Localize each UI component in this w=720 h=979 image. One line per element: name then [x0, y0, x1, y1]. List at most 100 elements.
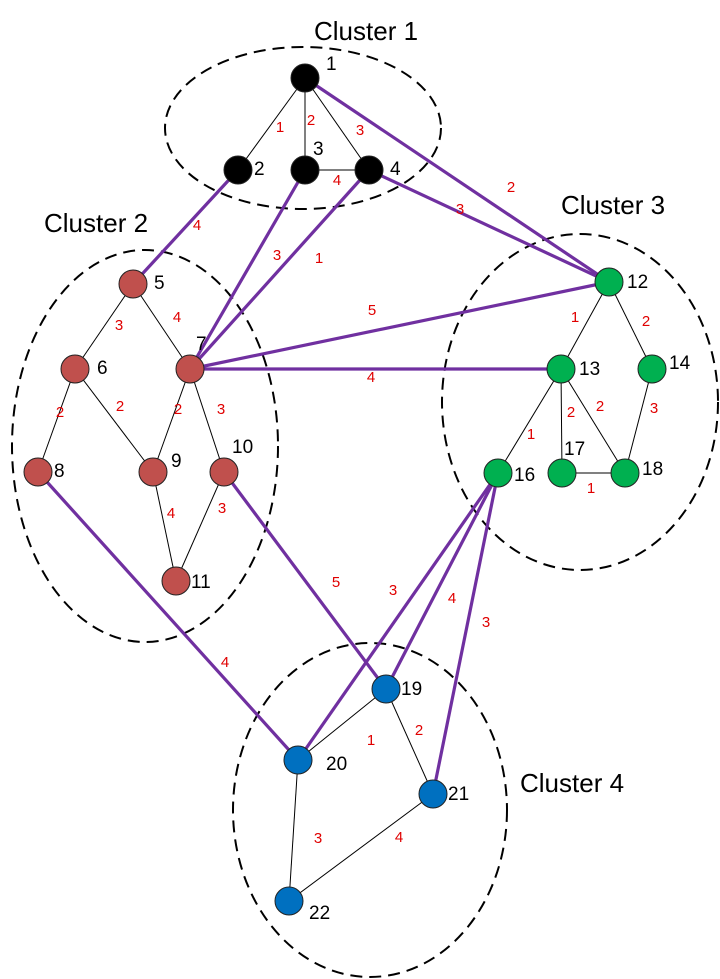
node-label-3: 3 — [313, 139, 324, 160]
node-14 — [637, 354, 667, 384]
node-5 — [118, 269, 148, 299]
inter-edge-4-12 — [368, 168, 610, 284]
node-label-9: 9 — [171, 451, 182, 472]
node-18 — [610, 458, 640, 488]
node-label-4: 4 — [390, 159, 401, 180]
node-8 — [23, 457, 53, 487]
cluster-3-title: Cluster 3 — [561, 190, 665, 220]
node-17 — [547, 458, 577, 488]
edge-weight-12-14: 2 — [642, 313, 650, 330]
node-2 — [223, 155, 253, 185]
cluster-4-boundary — [232, 642, 508, 978]
intra-edge-10-11 — [175, 471, 225, 582]
edge-weight-8-20: 4 — [221, 654, 229, 671]
inter-edge-16-21 — [431, 472, 500, 795]
intra-edge-13-17 — [560, 368, 563, 474]
intra-edge-13-16 — [497, 368, 562, 474]
edge-weight-9-11: 4 — [167, 505, 175, 522]
node-21 — [418, 779, 448, 809]
node-label-8: 8 — [54, 461, 65, 482]
intra-edge-12-14 — [608, 281, 653, 370]
edge-weight-7-9: 2 — [174, 401, 182, 418]
edge-weight-7-12: 5 — [368, 302, 376, 319]
edge-weight-1-12: 2 — [507, 179, 515, 196]
node-label-6: 6 — [97, 358, 108, 379]
edge-weight-1-3: 2 — [307, 112, 315, 129]
node-3 — [290, 155, 320, 185]
intra-edge-5-6 — [74, 283, 134, 370]
edge-weight-16-20: 3 — [389, 582, 397, 599]
cluster-3-boundary — [441, 233, 719, 571]
inter-edge-3-7 — [188, 169, 307, 370]
intra-edge-20-19 — [297, 688, 387, 761]
node-label-19: 19 — [401, 679, 422, 700]
node-label-7: 7 — [196, 334, 207, 355]
node-6 — [60, 354, 90, 384]
node-label-12: 12 — [627, 272, 648, 293]
cluster-2-title: Cluster 2 — [44, 208, 148, 238]
inter-edge-7-12 — [189, 280, 610, 371]
node-label-10: 10 — [232, 437, 253, 458]
node-19 — [371, 674, 401, 704]
node-label-22: 22 — [309, 903, 330, 924]
edge-weight-3-7: 3 — [273, 247, 281, 264]
edge-weight-10-11: 3 — [218, 500, 226, 517]
node-7 — [175, 354, 205, 384]
intra-edge-12-13 — [560, 281, 610, 370]
edge-weight-22-21: 4 — [395, 829, 403, 846]
edge-weight-3-4: 4 — [333, 172, 341, 189]
node-12 — [594, 267, 624, 297]
edge-weight-5-6: 3 — [115, 317, 123, 334]
edge-weight-4-12: 3 — [456, 201, 464, 218]
node-4 — [354, 155, 384, 185]
cluster-2-boundary — [11, 249, 279, 643]
edge-weight-16-19: 4 — [448, 590, 456, 607]
intra-edge-13-18 — [560, 368, 626, 474]
inter-edge-16-20 — [296, 472, 500, 761]
edge-weight-17-18: 1 — [587, 480, 595, 497]
node-10 — [209, 457, 239, 487]
intra-edge-6-8 — [37, 368, 76, 473]
intra-edge-6-9 — [74, 368, 154, 473]
edge-weight-20-22: 3 — [314, 830, 322, 847]
edge-weight-2-5: 4 — [193, 217, 201, 234]
inter-edge-8-20 — [36, 470, 300, 762]
node-22 — [274, 886, 304, 916]
node-1 — [290, 63, 320, 93]
edge-weight-13-18: 2 — [596, 398, 604, 415]
intra-edge-14-18 — [624, 368, 653, 474]
edge-weight-7-13: 4 — [367, 369, 375, 386]
node-label-14: 14 — [669, 353, 691, 374]
intra-edge-5-7 — [132, 283, 191, 370]
node-label-17: 17 — [564, 439, 585, 460]
node-label-13: 13 — [579, 359, 600, 380]
node-label-11: 11 — [191, 572, 211, 593]
edge-weight-13-17: 2 — [567, 404, 575, 421]
edge-weight-6-8: 2 — [56, 404, 64, 421]
edge-weight-1-4: 3 — [356, 122, 364, 139]
edge-weight-6-9: 2 — [116, 398, 124, 415]
cluster-titles: Cluster 1 Cluster 2 Cluster 3 Cluster 4 — [44, 16, 665, 798]
intra-edge-9-11 — [152, 471, 177, 582]
inter-edge-16-19 — [384, 472, 500, 690]
intra-edge-7-10 — [189, 368, 225, 473]
edge-weight-13-16: 1 — [527, 426, 535, 443]
cluster-1-boundary — [164, 46, 442, 210]
edge-weight-12-13: 1 — [571, 309, 579, 326]
cluster-4-title: Cluster 4 — [520, 768, 624, 798]
edge-weight-5-7: 4 — [173, 309, 181, 326]
cluster-1-title: Cluster 1 — [314, 16, 418, 46]
intra-edge-7-9 — [152, 368, 191, 473]
intra-edge-1-4 — [304, 77, 370, 171]
intra-edge-20-22 — [288, 759, 299, 902]
inter-edge-10-19 — [222, 471, 388, 690]
edge-weight-19-21: 2 — [415, 722, 423, 739]
edge-weight-20-19: 1 — [367, 732, 375, 749]
cluster-boundaries — [11, 46, 719, 978]
intra-edge-1-2 — [237, 77, 306, 171]
node-label-20: 20 — [326, 754, 347, 775]
inter-cluster-edges — [36, 76, 610, 795]
inter-edge-2-5 — [131, 168, 240, 286]
